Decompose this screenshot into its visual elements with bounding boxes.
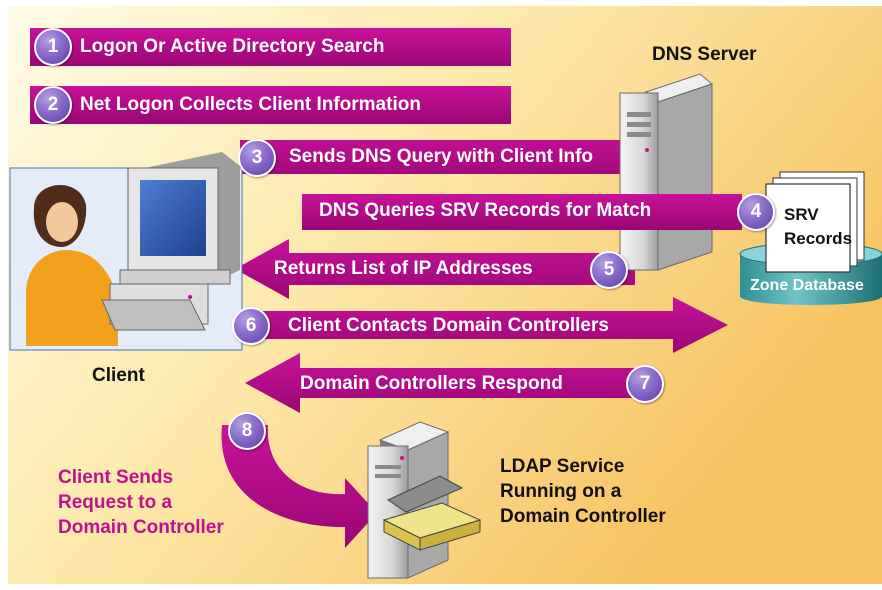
step-6-label: Client Contacts Domain Controllers: [288, 315, 609, 336]
step-4-label: DNS Queries SRV Records for Match: [319, 200, 652, 221]
step-5-label: Returns List of IP Addresses: [274, 258, 533, 279]
step-4-banner: [302, 194, 742, 230]
step-6-arrow: [240, 297, 728, 353]
step-2-label: Net Logon Collects Client Information: [80, 94, 421, 115]
step-1-number: 1: [34, 28, 72, 66]
zone-database-label: Zone Database: [750, 277, 864, 294]
step-5-number: 5: [590, 251, 628, 289]
step-2-number: 2: [34, 86, 72, 124]
step-4-number: 4: [737, 193, 775, 231]
srv-records-label: SRV Records: [784, 205, 853, 248]
client-workstation-icon: [9, 152, 243, 351]
step-3-number: 3: [238, 139, 276, 177]
step-3-label: Sends DNS Query with Client Info: [289, 146, 594, 167]
ldap-service-label: LDAP Service Running on a Domain Control…: [500, 456, 666, 527]
step-6-number: 6: [232, 307, 270, 345]
step-8-label: Client Sends Request to a Domain Control…: [58, 467, 224, 538]
client-label: Client: [92, 365, 145, 386]
srv-records-icon: [765, 171, 865, 273]
step-1-banner: [30, 28, 511, 66]
dns-server-label: DNS Server: [652, 44, 757, 65]
step-1-label: Logon Or Active Directory Search: [80, 36, 385, 57]
step-7-label: Domain Controllers Respond: [300, 373, 563, 394]
step-5-arrow: [235, 239, 635, 299]
step-8-number: 8: [228, 412, 266, 450]
step-8-arrow: [221, 425, 377, 548]
step-2-banner: [30, 86, 511, 124]
step-3-arrow: [240, 128, 708, 186]
domain-controller-icon: [367, 421, 482, 579]
dns-server-icon: [619, 73, 714, 271]
step-7-number: 7: [626, 365, 664, 403]
step-7-arrow: [245, 353, 650, 413]
